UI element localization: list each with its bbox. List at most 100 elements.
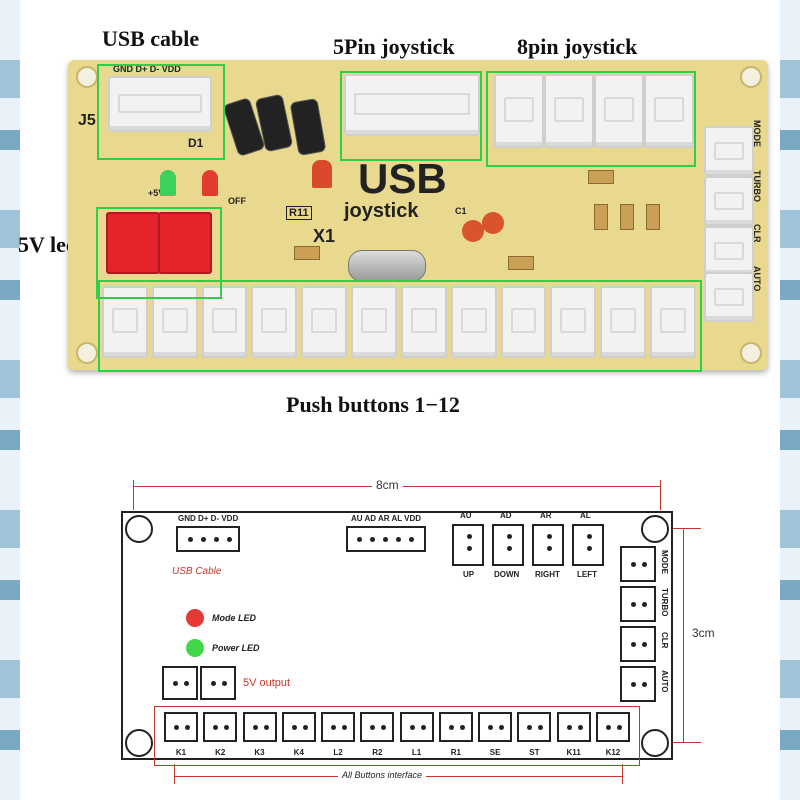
5pin-connector bbox=[346, 526, 426, 552]
side-label-clr: CLR bbox=[660, 632, 669, 649]
dimension-tick bbox=[665, 742, 701, 743]
buttons-highlight-box bbox=[154, 706, 640, 766]
silk-off: OFF bbox=[228, 196, 246, 206]
side-label-mode: MODE bbox=[660, 550, 669, 574]
mode-connector bbox=[620, 546, 656, 582]
push-button-connector bbox=[301, 286, 348, 358]
button-connector bbox=[242, 712, 277, 742]
width-label: 8cm bbox=[372, 478, 403, 492]
board-photo: USB cable 5Pin joystick 8pin joystick 5V… bbox=[18, 26, 768, 417]
resistor bbox=[594, 204, 608, 230]
button-label: K3 bbox=[254, 748, 265, 757]
auto-connector bbox=[620, 666, 656, 702]
ceramic-capacitor bbox=[462, 220, 484, 242]
mode-connector bbox=[704, 126, 754, 176]
right-border-strip bbox=[780, 0, 800, 800]
resistor bbox=[588, 170, 614, 184]
label-usb-cable: USB cable bbox=[102, 26, 200, 51]
button-connector bbox=[556, 712, 591, 742]
side-label-turbo: TURBO bbox=[660, 588, 669, 617]
silk-c1: C1 bbox=[455, 206, 467, 216]
pcb-mount-hole bbox=[76, 342, 98, 364]
5v-output-connector bbox=[200, 666, 236, 700]
button-connector bbox=[517, 712, 552, 742]
5v-led-connector bbox=[158, 212, 212, 274]
clr-connector bbox=[704, 226, 754, 276]
button-connector-row bbox=[164, 712, 630, 746]
silk-turbo: TURBO bbox=[752, 170, 762, 202]
button-label: K4 bbox=[293, 748, 304, 757]
crystal-oscillator bbox=[348, 250, 426, 282]
silk-r11: R11 bbox=[286, 206, 312, 220]
mount-hole bbox=[641, 729, 669, 757]
button-connector bbox=[281, 712, 316, 742]
usb-cable-connector bbox=[108, 76, 212, 132]
power-led-label: Power LED bbox=[212, 643, 260, 653]
mode-led-label: Mode LED bbox=[212, 613, 256, 623]
turbo-connector bbox=[704, 176, 754, 226]
silk-usb-pins: GND D+ D- VDD bbox=[113, 64, 181, 74]
dimension-tick bbox=[622, 764, 623, 784]
button-connector bbox=[203, 712, 238, 742]
button-label-row: K1 K2 K3 K4 L2 R2 L1 R1 SE ST K11 K12 bbox=[164, 748, 630, 760]
button-connector bbox=[438, 712, 473, 742]
dir-top-label: AL bbox=[580, 511, 591, 520]
height-label: 3cm bbox=[690, 626, 717, 640]
silk-auto: AUTO bbox=[752, 266, 762, 292]
silk-x1: X1 bbox=[313, 226, 336, 246]
button-connector bbox=[399, 712, 434, 742]
push-button-connector bbox=[351, 286, 397, 358]
silk-mode: MODE bbox=[752, 120, 762, 147]
pcb-mount-hole bbox=[740, 342, 762, 364]
highlight-5v-led bbox=[96, 207, 222, 299]
resistor bbox=[646, 204, 660, 230]
power-led-dot bbox=[186, 639, 204, 657]
button-connector bbox=[321, 712, 356, 742]
button-label: K12 bbox=[605, 748, 621, 757]
usb-cable-caption: USB Cable bbox=[172, 566, 222, 577]
button-label: R2 bbox=[372, 748, 383, 757]
ceramic-capacitor bbox=[482, 212, 504, 234]
push-button-connector bbox=[400, 286, 447, 358]
highlight-usb-cable bbox=[97, 64, 225, 160]
silk-joystick: joystick bbox=[344, 200, 419, 222]
highlight-push-buttons bbox=[98, 280, 702, 372]
push-button-connector bbox=[500, 286, 547, 358]
push-button-connector bbox=[550, 286, 597, 358]
silk-plus5v: +5V bbox=[148, 188, 165, 198]
pcb-mount-hole bbox=[76, 66, 98, 88]
push-button-connector bbox=[450, 286, 497, 358]
pcb-board: GND D+ D- VDD J5 USB joystick X1 R11 +5V… bbox=[68, 60, 768, 370]
5v-output-label: 5V output bbox=[243, 677, 291, 689]
silk-j5: J5 bbox=[78, 112, 96, 129]
mount-hole bbox=[641, 515, 669, 543]
resistor bbox=[508, 256, 534, 270]
pcb-mount-hole bbox=[740, 66, 762, 88]
dir-bottom-label: DOWN bbox=[494, 570, 520, 579]
button-label: K1 bbox=[175, 748, 187, 757]
label-5pin-joystick: 5Pin joystick bbox=[333, 34, 455, 59]
red-led bbox=[312, 160, 332, 188]
dimension-tick bbox=[133, 480, 134, 510]
5v-output-connector bbox=[162, 666, 198, 700]
button-label: L1 bbox=[411, 748, 422, 757]
dimension-tick bbox=[665, 528, 701, 529]
right-connector bbox=[532, 524, 564, 566]
highlight-8pin-joystick bbox=[486, 71, 696, 167]
side-label-auto: AUTO bbox=[660, 670, 669, 693]
mount-hole bbox=[125, 515, 153, 543]
red-led bbox=[202, 170, 218, 196]
auto-connector bbox=[704, 272, 754, 322]
8pin-joystick-connector bbox=[594, 74, 644, 148]
button-connector bbox=[478, 712, 513, 742]
dir-top-label: AU bbox=[460, 511, 472, 520]
dir-top-label: AD bbox=[500, 511, 512, 520]
dir-top-label: AR bbox=[540, 511, 552, 520]
usb-connector bbox=[176, 526, 240, 552]
button-connector bbox=[164, 712, 198, 742]
push-button-connector bbox=[650, 286, 696, 358]
left-connector bbox=[572, 524, 604, 566]
label-push-buttons: Push buttons 1−12 bbox=[286, 392, 460, 417]
5pin-joystick-connector bbox=[344, 74, 480, 136]
button-label: K2 bbox=[215, 748, 226, 757]
